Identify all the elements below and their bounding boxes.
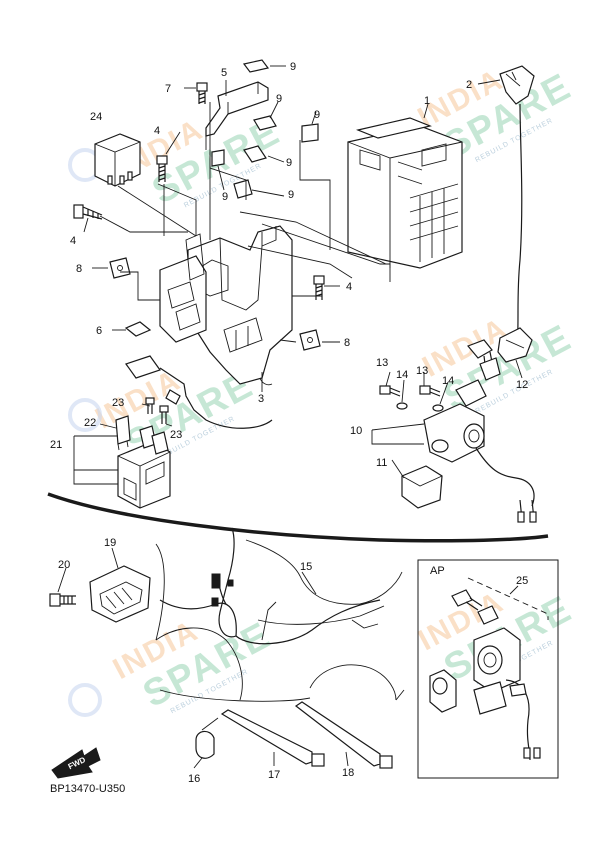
part-20-bolt [49, 593, 76, 607]
watermark-circle-icon [68, 398, 102, 432]
callout-18: 18 [342, 767, 354, 779]
callout-19: 19 [104, 537, 116, 549]
callout-9-d: 9 [286, 157, 292, 169]
callout-9-e: 9 [222, 191, 228, 203]
callout-1: 1 [424, 95, 430, 107]
part-24-relay [94, 133, 141, 187]
part-18-cable-tie [294, 701, 393, 769]
fuse-wire [73, 355, 273, 485]
part-holder-left [159, 233, 207, 343]
callout-7: 7 [165, 83, 171, 95]
section-divider [47, 492, 549, 543]
callout-23-b: 23 [170, 429, 182, 441]
callout-12: 12 [516, 379, 528, 391]
callout-8-left: 8 [76, 263, 82, 275]
part-14-washers [396, 402, 444, 412]
part-11-cover [401, 465, 443, 509]
callout-22: 22 [84, 417, 96, 429]
part-7-bolt [196, 82, 208, 104]
part-4-bolt-left [73, 204, 103, 220]
fwd-arrow-icon: FWD [51, 747, 101, 779]
part-4-bolt-upper [156, 155, 168, 182]
diagram-code: BP13470-U350 [50, 783, 125, 795]
callout-5: 5 [221, 67, 227, 79]
part-16-clamp [195, 717, 219, 759]
part-5-bracket [205, 81, 269, 137]
part-23-screws [145, 397, 169, 424]
callout-14-b: 14 [442, 375, 454, 387]
part-1-battery [347, 117, 463, 269]
callout-6: 6 [96, 325, 102, 337]
ignition-leader-lines [371, 423, 425, 479]
part-10-ignition-switch [423, 379, 537, 523]
callout-24: 24 [90, 111, 102, 123]
callout-10: 10 [350, 425, 362, 437]
callout-8-right: 8 [344, 337, 350, 349]
callout-4-left: 4 [70, 235, 76, 247]
part-13-bolts [379, 385, 441, 397]
callout-25: 25 [516, 575, 528, 587]
part-12-cap [497, 327, 533, 363]
callout-9-b: 9 [276, 93, 282, 105]
callout-numbers: 1 2 3 4 4 4 5 6 7 8 8 9 9 9 9 9 9 10 11 … [50, 61, 528, 785]
callout-4-right: 4 [346, 281, 352, 293]
callout-11: 11 [376, 457, 387, 469]
callout-2: 2 [466, 79, 472, 91]
callout-17: 17 [268, 769, 280, 781]
option-box-ap [417, 559, 559, 779]
callout-9-c: 9 [314, 109, 320, 121]
part-9-clips [211, 59, 319, 199]
part-6-plate [124, 321, 152, 337]
assembly-lines-upper [99, 102, 391, 343]
part-8-nut-right [299, 329, 321, 351]
part-22-fuse [115, 415, 131, 451]
callout-23-a: 23 [112, 397, 124, 409]
callout-16: 16 [188, 773, 200, 785]
callout-13-a: 13 [376, 357, 388, 369]
part-17-cable-tie [220, 709, 325, 767]
part-8-nut-left [109, 257, 131, 279]
part-19-cover [89, 565, 151, 623]
callout-4-upper: 4 [154, 125, 160, 137]
callout-leaders [57, 65, 523, 769]
callout-15: 15 [300, 561, 312, 573]
part-3-holder [187, 225, 293, 386]
callout-3: 3 [258, 393, 264, 405]
callout-20: 20 [58, 559, 70, 571]
callout-13-b: 13 [416, 365, 428, 377]
callout-9-a: 9 [290, 61, 296, 73]
part-2-battery-cable [499, 65, 535, 351]
callout-21: 21 [50, 439, 62, 451]
watermark-circle-icon [68, 683, 102, 717]
part-21-fuse-box [117, 425, 171, 509]
part-key [466, 339, 501, 381]
scooter-outline [155, 527, 405, 702]
watermark-logo: INDIA SPARE REBUILD TOGETHER INDIA SPARE… [68, 63, 579, 717]
callout-9-f: 9 [288, 189, 294, 201]
option-label-ap: AP [430, 565, 445, 577]
callout-14-a: 14 [396, 369, 408, 381]
